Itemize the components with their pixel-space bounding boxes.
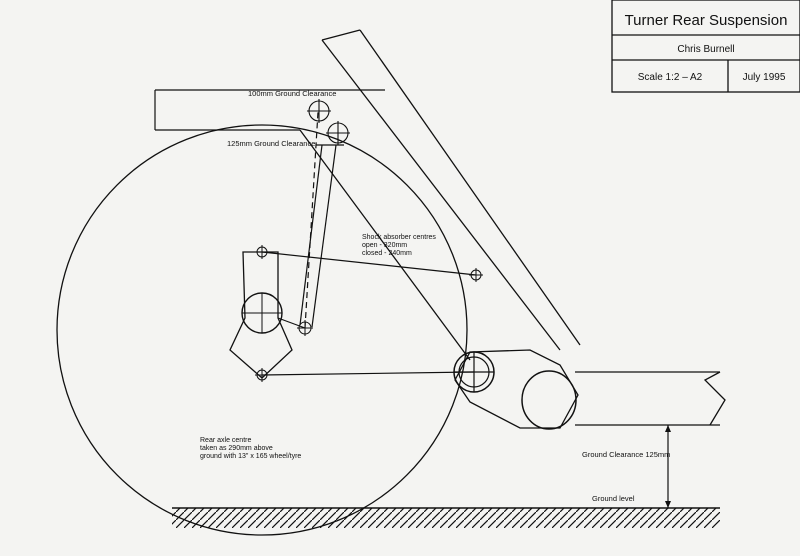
lower-link [261, 371, 475, 376]
upper-link [261, 251, 477, 276]
shock-absorber [299, 111, 344, 329]
title-block [611, 0, 800, 93]
chassis-tube-section [521, 370, 577, 430]
wheel-outline [56, 124, 468, 536]
clearance-bar [154, 89, 385, 131]
shock-mount-arm [277, 317, 306, 329]
drawing-scale: Scale 1:2 – A2 [638, 72, 703, 83]
chassis-right-edge [359, 29, 581, 346]
chassis-inner-line [299, 129, 471, 361]
shock-body-right [311, 144, 337, 328]
chassis-left-edge [321, 39, 561, 351]
hub-upright [229, 251, 293, 379]
label-shock-closed: closed - 240mm [362, 250, 412, 257]
label-axle-tyre: ground with 13" x 165 wheel/tyre [200, 453, 301, 460]
drawing-title: Turner Rear Suspension [625, 12, 788, 29]
shock-top-mounts [307, 99, 350, 145]
label-125mm-clearance: 125mm Ground Clearance [227, 139, 315, 148]
label-shock-open: open - 320mm [362, 242, 407, 249]
body-floor [575, 371, 726, 426]
chassis-top-edge [321, 29, 361, 41]
label-ground-clearance: Ground Clearance 125mm [582, 450, 670, 459]
shock-closed-line [304, 111, 319, 329]
label-axle-height: taken as 290mm above [200, 445, 273, 452]
ground-hatch [172, 508, 720, 528]
drawing-author: Chris Burnell [677, 44, 734, 55]
drawing-date: July 1995 [743, 72, 786, 83]
pivot-points [255, 245, 483, 382]
chassis-tube [299, 29, 581, 361]
floor-break [703, 371, 726, 426]
label-100mm-clearance: 100mm Ground Clearance [248, 89, 336, 98]
rear-bracket [454, 349, 579, 429]
label-ground-level: Ground level [592, 494, 635, 503]
label-axle-centre: Rear axle centre [200, 437, 251, 444]
title-block-frame [611, 0, 800, 93]
label-shock-centres: Shock absorber centres [362, 234, 436, 241]
